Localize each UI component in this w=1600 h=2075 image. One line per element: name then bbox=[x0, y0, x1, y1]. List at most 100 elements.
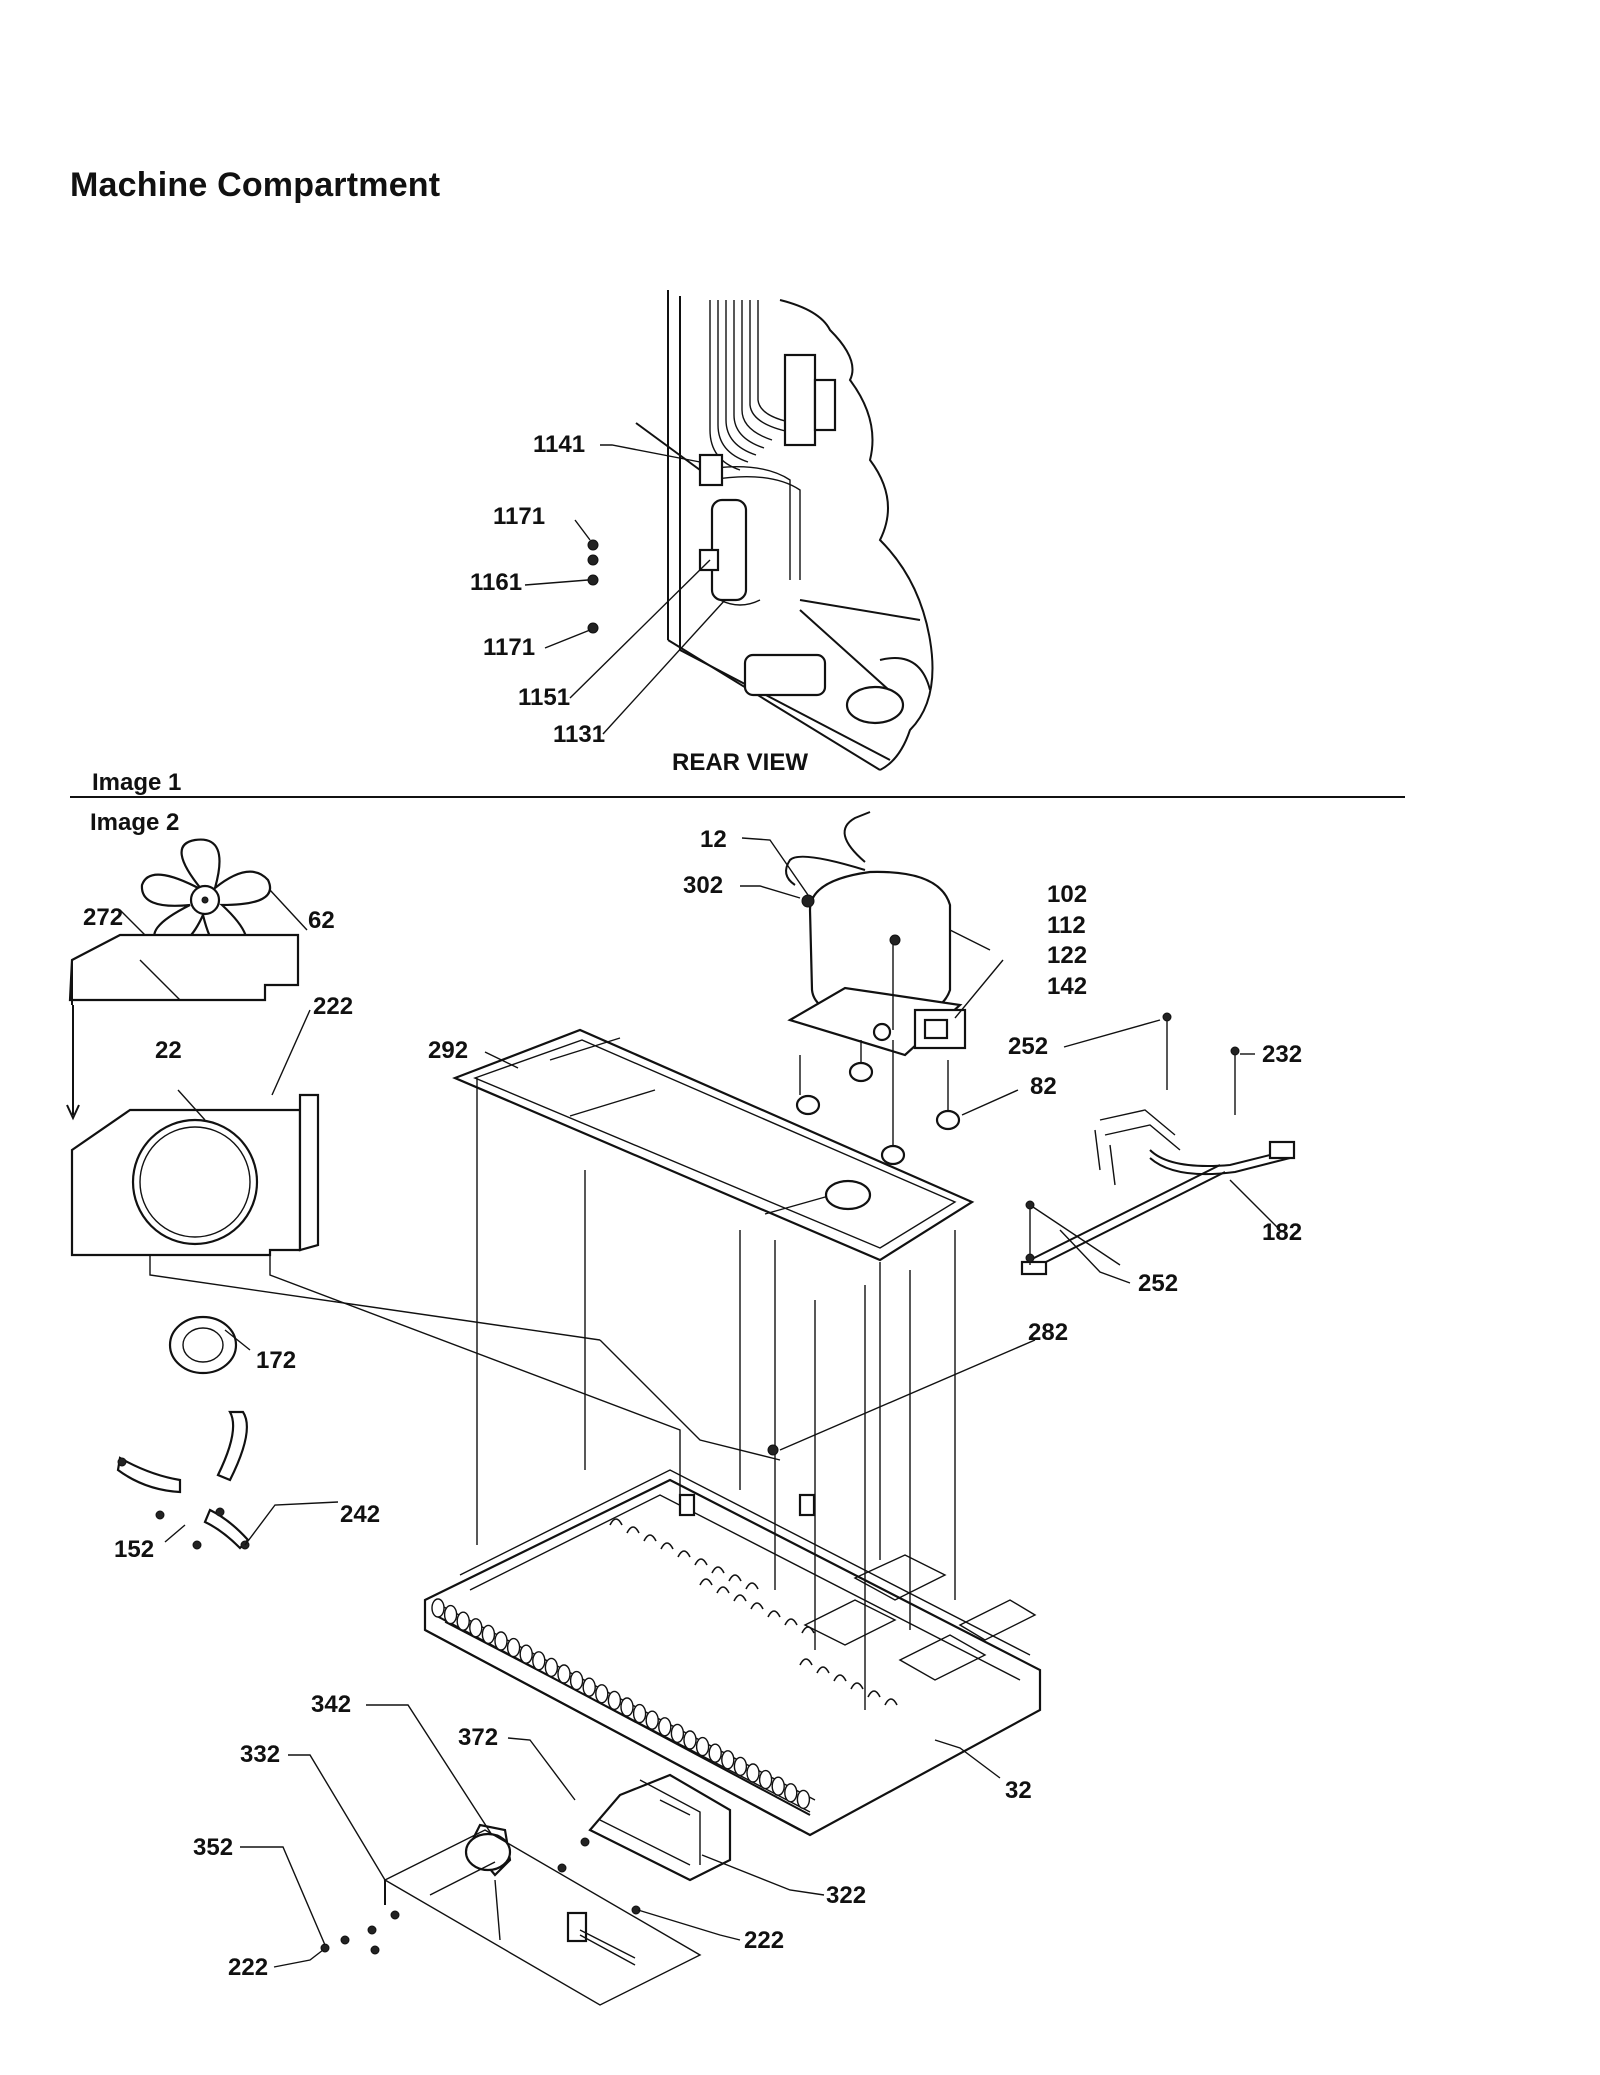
wire-harness-illustration bbox=[1020, 1012, 1296, 1276]
coil-loop bbox=[607, 1690, 622, 1711]
callout-322: 322 bbox=[826, 1882, 866, 1909]
image2-caption: Image 2 bbox=[90, 809, 179, 836]
coil-loop bbox=[532, 1651, 546, 1671]
callout-282: 282 bbox=[1028, 1319, 1068, 1346]
page-title: Machine Compartment bbox=[70, 166, 441, 204]
pan-coil-loop bbox=[767, 1610, 781, 1618]
coil-loop bbox=[721, 1750, 735, 1770]
pan-coil-loop bbox=[784, 1618, 798, 1626]
callout-302: 302 bbox=[683, 872, 723, 899]
rear-view-leaders bbox=[524, 444, 726, 735]
coil-loop bbox=[746, 1763, 760, 1783]
pan-coil-loop bbox=[801, 1626, 815, 1634]
callout-372: 372 bbox=[458, 1724, 498, 1751]
fan-bracket-illustration bbox=[70, 1093, 320, 1257]
pan-coil-loop bbox=[750, 1602, 764, 1610]
callout-222-bottom: 222 bbox=[228, 1954, 268, 1981]
callout-352: 352 bbox=[193, 1834, 233, 1861]
pan-coil-loop bbox=[694, 1558, 708, 1566]
coil-loop bbox=[595, 1684, 609, 1704]
compressor-illustration bbox=[785, 811, 991, 1166]
callout-12: 12 bbox=[700, 826, 727, 853]
pan-coil-loop bbox=[816, 1666, 830, 1674]
coil-loop bbox=[506, 1637, 521, 1658]
pan-coil-loop bbox=[677, 1550, 691, 1558]
pan-coil-loop bbox=[884, 1698, 898, 1706]
callout-252-top: 252 bbox=[1008, 1033, 1048, 1060]
callout-22: 22 bbox=[155, 1037, 182, 1064]
callout-222-top: 222 bbox=[313, 993, 353, 1020]
coil-loop bbox=[443, 1604, 458, 1625]
callout-122: 122 bbox=[1047, 942, 1087, 969]
callout-142: 142 bbox=[1047, 973, 1087, 1000]
coil-loop bbox=[796, 1789, 811, 1810]
callout-292: 292 bbox=[428, 1037, 468, 1064]
callout-1161: 1161 bbox=[470, 569, 522, 596]
callout-1151: 1151 bbox=[518, 684, 570, 711]
coil-loop bbox=[645, 1710, 659, 1730]
callout-1141: 1141 bbox=[533, 431, 585, 458]
pan-coil-loop bbox=[716, 1586, 730, 1594]
pan-coil-loop bbox=[833, 1674, 847, 1682]
pan-coil-loop bbox=[799, 1658, 813, 1666]
callout-252-bottom: 252 bbox=[1138, 1270, 1178, 1297]
coil-loop bbox=[494, 1631, 508, 1651]
coil-loop bbox=[658, 1717, 672, 1737]
callout-332: 332 bbox=[240, 1741, 280, 1768]
coil-loop bbox=[620, 1697, 634, 1717]
coil-loop bbox=[632, 1703, 647, 1724]
pan-coil-loop bbox=[660, 1542, 674, 1550]
coil-loop bbox=[431, 1598, 445, 1618]
condenser-base-illustration bbox=[149, 1078, 1042, 1837]
callout-342: 342 bbox=[311, 1691, 351, 1718]
pan-coil-loop bbox=[850, 1682, 864, 1690]
coil-loop bbox=[569, 1670, 584, 1691]
coil-loop bbox=[557, 1664, 571, 1684]
coil-loops bbox=[431, 1598, 811, 1810]
callout-1171-b: 1171 bbox=[483, 634, 535, 661]
fan-motor-illustration bbox=[116, 1315, 250, 1550]
coil-loop bbox=[771, 1776, 785, 1796]
coil-loop bbox=[708, 1743, 722, 1763]
pan-coil-loop bbox=[699, 1578, 713, 1586]
callout-232: 232 bbox=[1262, 1041, 1302, 1068]
callout-172: 172 bbox=[256, 1347, 296, 1374]
rear-view-label: REAR VIEW bbox=[672, 749, 808, 776]
callout-152: 152 bbox=[114, 1536, 154, 1563]
callout-182: 182 bbox=[1262, 1219, 1302, 1246]
coil-loop bbox=[784, 1783, 798, 1803]
heater-bracket-illustration bbox=[557, 1773, 732, 1915]
pan-coil-loop bbox=[728, 1574, 742, 1582]
callout-112: 112 bbox=[1047, 912, 1086, 939]
image1-caption: Image 1 bbox=[92, 769, 181, 796]
callout-222-right: 222 bbox=[744, 1927, 784, 1954]
callout-62: 62 bbox=[308, 907, 335, 934]
coil-loop bbox=[683, 1730, 697, 1750]
callout-242: 242 bbox=[340, 1501, 380, 1528]
coil-loop bbox=[758, 1769, 773, 1790]
base-pan-cover-illustration bbox=[452, 1028, 975, 1262]
coil-loop bbox=[481, 1624, 496, 1645]
rear-view-illustration bbox=[587, 290, 934, 771]
callout-1131: 1131 bbox=[553, 721, 605, 748]
coil-loop bbox=[670, 1723, 685, 1744]
callout-1171-a: 1171 bbox=[493, 503, 545, 530]
coil-loop bbox=[519, 1644, 533, 1664]
pan-coil-loops bbox=[609, 1518, 898, 1706]
pan-coil-loop bbox=[733, 1594, 747, 1602]
callout-272: 272 bbox=[83, 904, 123, 931]
coil-loop bbox=[544, 1657, 559, 1678]
coil-loop bbox=[469, 1618, 483, 1638]
callout-102: 102 bbox=[1047, 881, 1087, 908]
coil-loop bbox=[695, 1736, 710, 1757]
callout-82: 82 bbox=[1030, 1073, 1057, 1100]
pan-coil-loop bbox=[867, 1690, 881, 1698]
exploded-view-leaders bbox=[119, 837, 1281, 1968]
defrost-timer-illustration bbox=[320, 1823, 702, 2006]
coil-loop bbox=[582, 1677, 596, 1697]
fan-shroud-top-illustration bbox=[66, 933, 300, 1121]
pan-coil-loop bbox=[711, 1566, 725, 1574]
coil-loop bbox=[456, 1611, 470, 1631]
